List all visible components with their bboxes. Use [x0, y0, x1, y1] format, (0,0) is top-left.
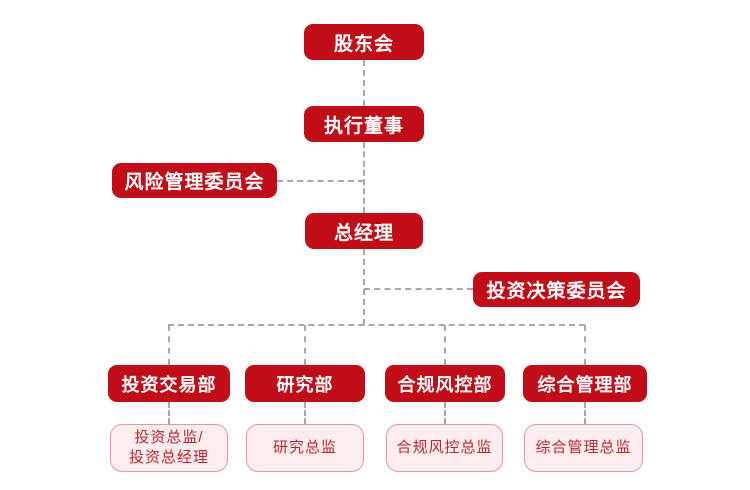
connector-rail-compliance-dept	[444, 325, 446, 365]
connector-research-dept-role	[304, 402, 306, 424]
connector-risk-committee-trunk	[277, 180, 364, 182]
role-box-research-director: 研究总监	[246, 424, 364, 472]
connector-admin-dept-role	[584, 402, 586, 424]
role-box-compliance-director: 合规风控总监	[386, 424, 503, 472]
connector-rail-research-dept	[304, 325, 306, 365]
connector-rail-admin-dept	[584, 325, 586, 365]
node-risk-management-committee: 风险管理委员会	[112, 163, 277, 198]
node-general-manager: 总经理	[305, 213, 423, 249]
role-line: 合规风控总监	[396, 439, 493, 456]
node-investment-decision-committee: 投资决策委员会	[473, 272, 640, 307]
connector-departments-rail	[168, 324, 585, 326]
node-shareholders-meeting: 股东会	[304, 24, 424, 60]
role-line: 研究总监	[272, 439, 337, 456]
connector-shareholders-executive	[363, 60, 365, 106]
dept-box-compliance-risk-control: 合规风控部	[385, 365, 505, 402]
connector-trading-dept-role	[168, 402, 170, 424]
connector-rail-trading-dept	[168, 325, 170, 365]
connector-investment-committee-trunk	[364, 288, 473, 290]
role-box-investment-director: 投资总监/ 投资总经理	[110, 424, 228, 472]
dept-box-investment-trading: 投资交易部	[108, 365, 230, 402]
connector-executive-gm	[363, 142, 365, 213]
role-line: 投资总经理	[128, 449, 209, 466]
connector-compliance-dept-role	[444, 402, 446, 424]
role-line: 投资总监/	[134, 429, 204, 446]
node-executive-director: 执行董事	[304, 106, 424, 142]
role-line: 综合管理总监	[535, 439, 632, 456]
dept-box-research: 研究部	[245, 365, 365, 402]
role-box-admin-director: 综合管理总监	[524, 424, 643, 472]
dept-box-general-administration: 综合管理部	[523, 365, 647, 402]
connector-gm-departments	[363, 249, 365, 325]
